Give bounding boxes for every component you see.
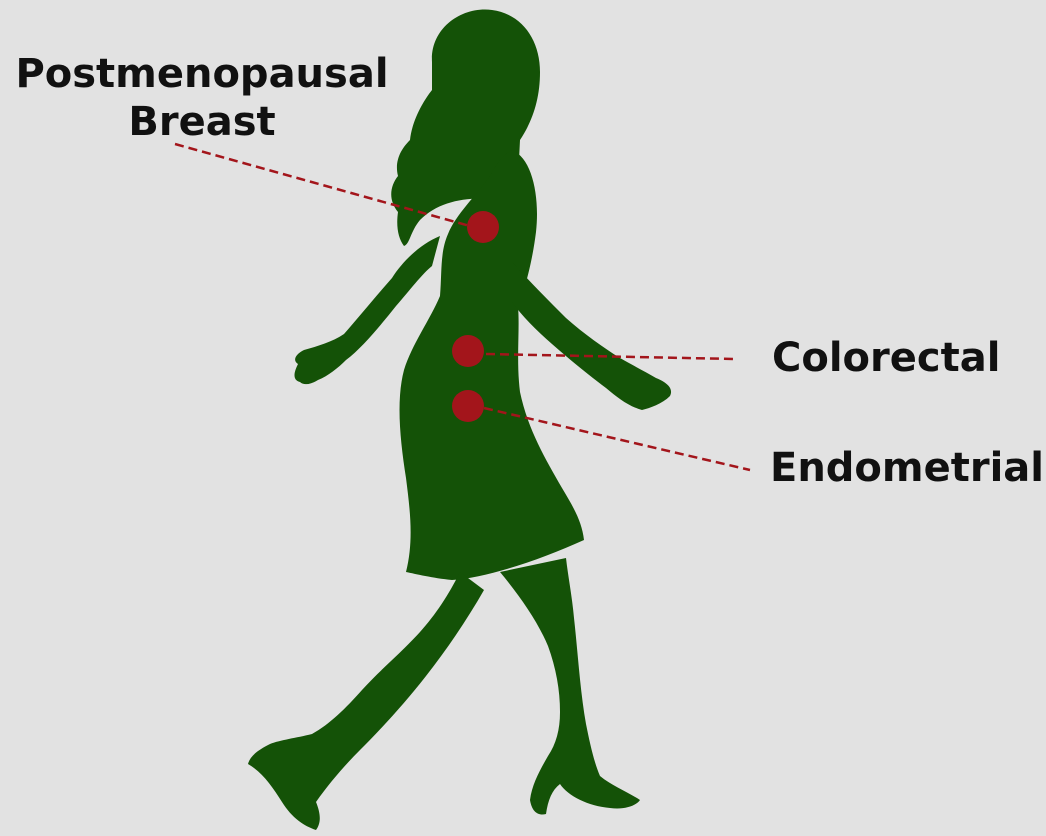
endometrial-label: Endometrial (770, 444, 1044, 492)
breast-label-line1: Postmenopausal (12, 50, 392, 98)
colorectal-marker (452, 335, 484, 367)
breast-label: Postmenopausal Breast (12, 50, 392, 146)
front-leg-shape (500, 558, 640, 814)
breast-marker (467, 211, 499, 243)
endometrial-marker (452, 390, 484, 422)
front-arm-shape (512, 262, 671, 410)
colorectal-label: Colorectal (772, 334, 1000, 382)
breast-label-line2: Breast (12, 98, 392, 146)
back-leg-shape (248, 572, 484, 830)
